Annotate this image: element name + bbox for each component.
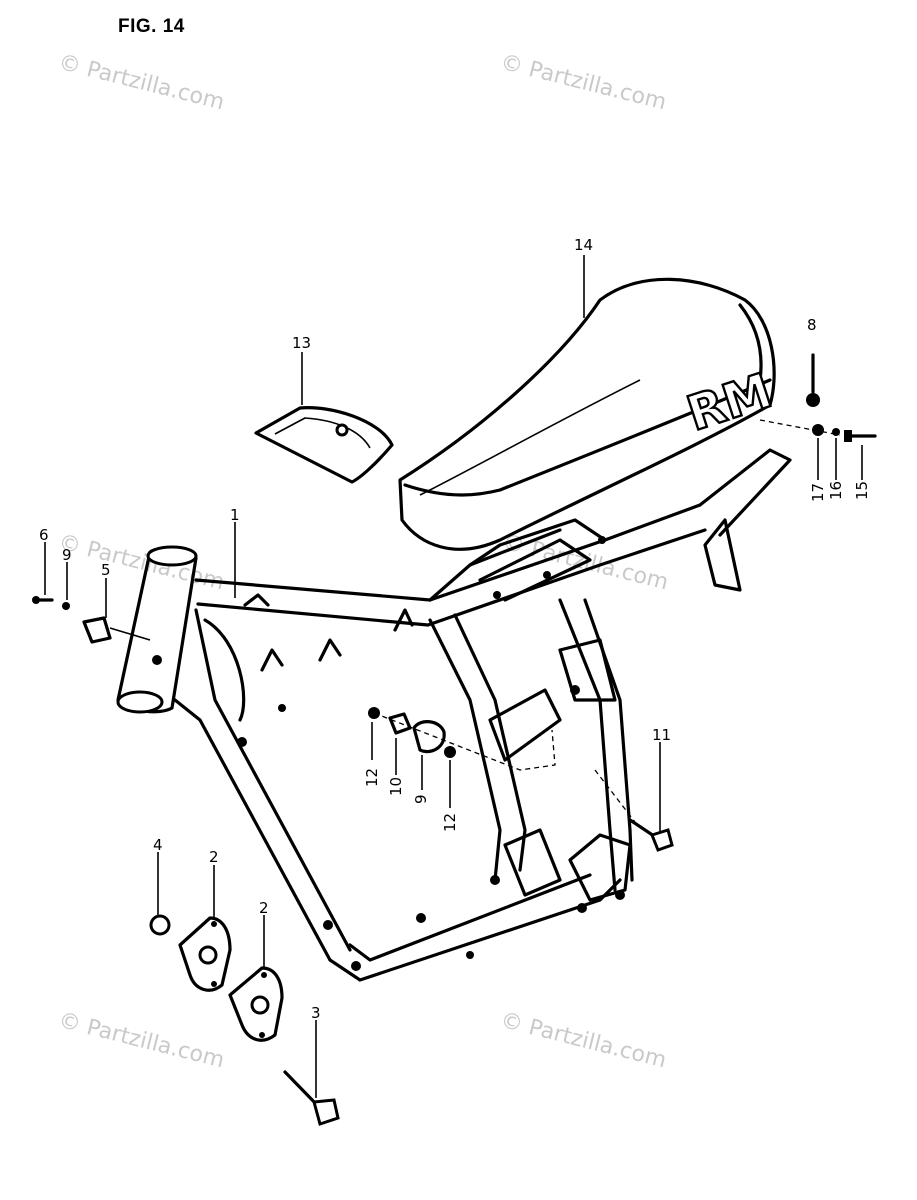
callout-9: 9 (62, 546, 72, 564)
callout-14: 14 (574, 236, 593, 254)
main-frame-illustration (116, 448, 792, 982)
callout-6: 6 (39, 526, 49, 544)
callout-2: 2 (259, 899, 269, 917)
callout-5: 5 (101, 561, 111, 579)
callout-12: 12 (363, 768, 381, 787)
callout-10: 10 (387, 777, 405, 796)
engine-mount-parts-illustration (368, 707, 556, 771)
callout-9: 9 (412, 794, 430, 804)
callout-8: 8 (807, 316, 817, 334)
leader-lines (44, 255, 863, 1098)
callout-1: 1 (230, 506, 240, 524)
pad-illustration (254, 406, 394, 484)
seat-logo: RM (681, 363, 779, 442)
callout-4: 4 (153, 836, 163, 854)
steering-stopper-illustration (82, 616, 151, 644)
callout-labels: 1 2 2 3 4 5 6 8 9 9 10 11 12 12 13 14 15… (39, 236, 871, 1022)
callout-13: 13 (292, 334, 311, 352)
callout-3: 3 (311, 1004, 321, 1022)
engine-plates-illustration (149, 914, 340, 1126)
seat-bolts-illustration (759, 353, 877, 442)
callout-15: 15 (853, 481, 871, 500)
callout-17: 17 (809, 483, 827, 502)
callout-11: 11 (652, 726, 671, 744)
bolt-illustration (32, 596, 70, 610)
figure-title: FIG. 14 (118, 16, 185, 37)
callout-16: 16 (827, 481, 845, 500)
callout-12: 12 (441, 813, 459, 832)
callout-2: 2 (209, 848, 219, 866)
seat-illustration: RM (398, 277, 780, 551)
rear-mount-bolt-illustration (594, 769, 674, 852)
